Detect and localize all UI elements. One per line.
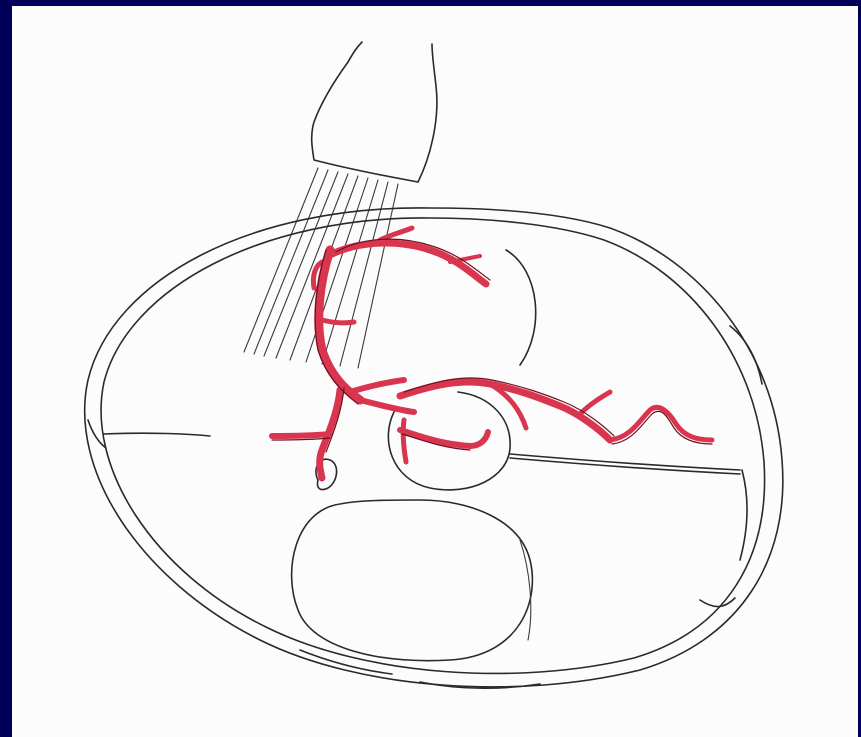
ultrasound-probe [312,42,437,182]
skull-cross-section [85,208,783,688]
